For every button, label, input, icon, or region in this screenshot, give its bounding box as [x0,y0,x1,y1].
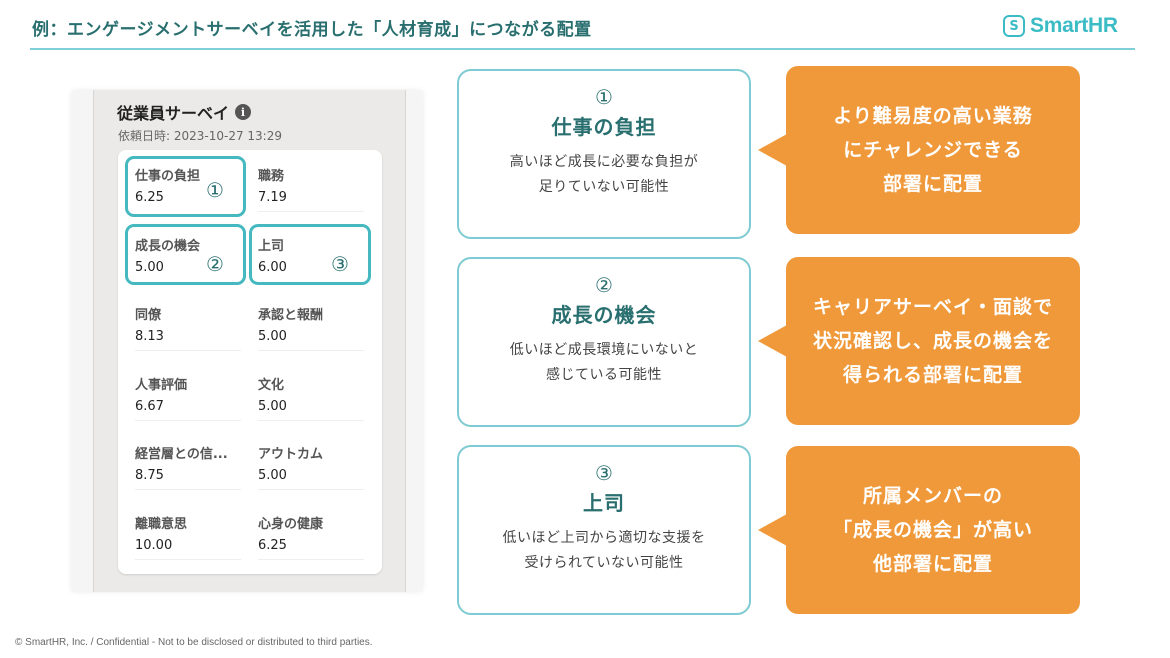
metric-value: 7.19 [258,190,287,205]
metric-label: 承認と報酬 [258,308,324,323]
metric-recognition-reward: 承認と報酬 5.00 [258,304,366,351]
metric-value: 8.75 [135,468,164,483]
divider [258,559,364,560]
description-line: 受けられていない可能性 [524,555,684,571]
metric-culture: 文化 5.00 [258,374,366,421]
action-line: キャリアサーベイ・面談で [812,296,1053,318]
action-line: 他部署に配置 [872,553,993,575]
metric-label: 成長の機会 [135,239,201,254]
metric-trust-in-management: 経営層との信... 8.75 [135,443,243,490]
highlight-frame-supervisor [249,224,371,285]
action-bubble-workload: より難易度の高い業務 にチャレンジできる 部署に配置 [758,66,1080,234]
metric-label: 仕事の負担 [135,169,201,184]
description-line: 低いほど成長環境にいないと [509,342,699,358]
header-divider [30,48,1135,50]
divider [258,211,364,212]
item-number: ② [595,273,613,297]
info-icon[interactable]: i [235,104,252,120]
metric-value: 5.00 [135,260,164,275]
metric-label: 職務 [258,169,285,184]
survey-request-date: 依頼日時: 2023-10-27 13:29 [118,129,282,143]
highlight-frame-growth-opportunity [125,224,246,285]
survey-title: 従業員サーベイ i [117,100,252,124]
metric-value: 5.00 [258,399,287,414]
item-title: 上司 [583,491,625,515]
item-number: ③ [595,461,613,485]
divider [135,559,241,560]
action-line: にチャレンジできる [843,139,1023,161]
highlight-marker-3: ③ [331,252,349,276]
metric-value: 6.67 [135,399,164,414]
metric-label: 経営層との信... [135,447,228,462]
action-line: 得られる部署に配置 [842,364,1023,386]
divider [135,420,241,421]
metric-value: 6.25 [258,538,287,553]
description-line: 低いほど上司から適切な支援を [502,530,706,546]
item-title: 成長の機会 [551,303,657,327]
metric-growth-opportunity: 成長の機会 5.00 [135,235,243,281]
smarthr-logo-text: SmartHR [1030,14,1118,37]
metric-label: 離職意思 [135,517,188,532]
action-text: 所属メンバーの 「成長の機会」が高い 他部署に配置 [833,479,1033,581]
item-title: 仕事の負担 [551,115,657,139]
action-line: 所属メンバーの [862,485,1003,507]
survey-title-text: 従業員サーベイ [117,104,230,123]
page-title: 例：エンゲージメントサーベイを活用した「人材育成」につながる配置 [32,20,592,40]
action-line: より難易度の高い業務 [833,105,1033,127]
metric-workload: 仕事の負担 6.25 [135,165,243,211]
action-text: より難易度の高い業務 にチャレンジできる 部署に配置 [833,99,1033,201]
action-line: 部署に配置 [882,173,983,195]
item-description: 高いほど成長に必要な負担が 足りていない可能性 [459,150,749,200]
metric-hr-evaluation: 人事評価 6.67 [135,374,243,421]
smarthr-logo-icon: S [1003,15,1025,37]
action-bubble-growth-opportunity: キャリアサーベイ・面談で 状況確認し、成長の機会を 得られる部署に配置 [758,257,1080,425]
action-text: キャリアサーベイ・面談で 状況確認し、成長の機会を 得られる部署に配置 [813,290,1053,392]
description-box-supervisor: ③ 上司 低いほど上司から適切な支援を 受けられていない可能性 [457,445,751,615]
metric-supervisor: 上司 6.00 [258,235,366,281]
divider [258,420,364,421]
smarthr-logo: S SmartHR [1003,14,1118,38]
metric-mental-physical-health: 心身の健康 6.25 [258,513,366,560]
description-line: 足りていない可能性 [538,179,670,195]
metric-label: 上司 [258,239,285,254]
metric-value: 8.13 [135,329,164,344]
item-number: ① [595,85,613,109]
metric-value: 5.00 [258,329,287,344]
confidential-footer: © SmartHR, Inc. / Confidential - Not to … [15,637,373,648]
metric-outcome: アウトカム 5.00 [258,443,366,490]
metric-label: 同僚 [135,308,162,323]
highlight-marker-1: ① [206,178,224,202]
metric-label: 人事評価 [135,378,188,393]
metric-value: 6.00 [258,260,287,275]
divider [258,489,364,490]
description-box-growth-opportunity: ② 成長の機会 低いほど成長環境にいないと 感じている可能性 [457,257,751,427]
survey-score-card: 仕事の負担 6.25 職務 7.19 成長の機会 5.00 上司 6.00 同僚… [118,150,382,574]
description-box-workload: ① 仕事の負担 高いほど成長に必要な負担が 足りていない可能性 [457,69,751,239]
divider [135,350,241,351]
metric-colleagues: 同僚 8.13 [135,304,243,351]
metric-label: アウトカム [258,447,324,462]
metric-label: 文化 [258,378,285,393]
divider [135,489,241,490]
item-description: 低いほど成長環境にいないと 感じている可能性 [459,338,749,388]
divider [258,350,364,351]
metric-job: 職務 7.19 [258,165,366,212]
highlight-frame-workload [125,156,246,217]
action-line: 「成長の機会」が高い [832,519,1033,541]
action-line: 状況確認し、成長の機会を [812,330,1053,352]
action-bubble-supervisor: 所属メンバーの 「成長の機会」が高い 他部署に配置 [758,446,1080,614]
metric-turnover-intention: 離職意思 10.00 [135,513,243,560]
metric-value: 6.25 [135,190,164,205]
highlight-marker-2: ② [206,252,224,276]
description-line: 感じている可能性 [546,367,662,383]
item-description: 低いほど上司から適切な支援を 受けられていない可能性 [459,526,749,576]
description-line: 高いほど成長に必要な負担が [509,154,699,170]
metric-value: 10.00 [135,538,173,553]
metric-label: 心身の健康 [258,517,324,532]
metric-value: 5.00 [258,468,287,483]
